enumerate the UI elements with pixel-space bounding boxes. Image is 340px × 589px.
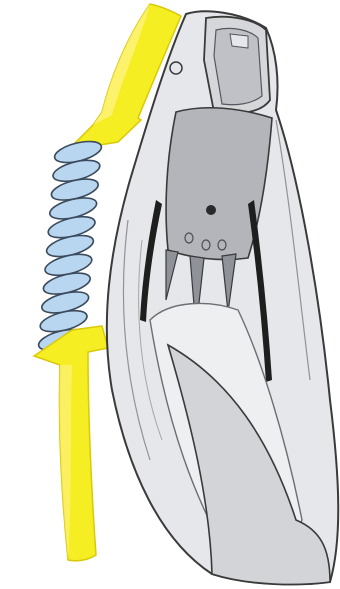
coil-spring: [37, 137, 104, 354]
side-knob: [170, 62, 182, 74]
plate-screw: [206, 205, 216, 215]
coil-spring-icon: [37, 137, 104, 354]
bottom-compression-arrow: [34, 326, 108, 561]
top-clip-notch: [230, 34, 248, 48]
arrow-up-icon: [34, 326, 108, 561]
